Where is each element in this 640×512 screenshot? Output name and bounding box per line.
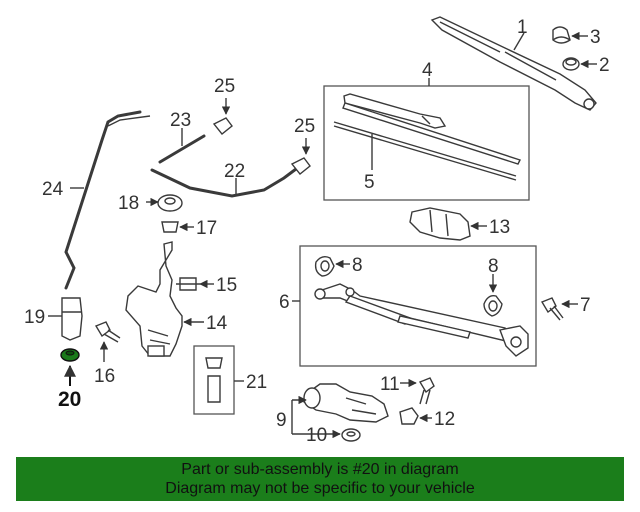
washer-pump-part-19[interactable]	[61, 297, 83, 341]
cover-part-13[interactable]	[409, 207, 471, 241]
callout-14[interactable]: 14	[206, 313, 228, 334]
linkage-part-6[interactable]	[314, 283, 529, 357]
callout-21[interactable]: 21	[246, 372, 267, 393]
callout-19[interactable]: 19	[24, 307, 45, 328]
callout-23[interactable]: 23	[170, 110, 191, 131]
info-banner: Part or sub-assembly is #20 in diagram D…	[16, 457, 624, 501]
banner-line-1: Part or sub-assembly is #20 in diagram	[181, 461, 459, 478]
washer-reservoir-part-14[interactable]	[125, 241, 183, 357]
washer-hose-part-22[interactable]	[150, 164, 302, 198]
callout-4[interactable]: 4	[422, 60, 433, 81]
callout-2[interactable]: 2	[599, 55, 610, 76]
callout-15[interactable]: 15	[216, 275, 237, 296]
leader-9	[291, 400, 306, 434]
callout-13[interactable]: 13	[489, 217, 510, 238]
callout-9[interactable]: 9	[276, 410, 287, 431]
bolt-part-11[interactable]	[418, 377, 435, 405]
washer-hose-part-23[interactable]	[158, 134, 206, 164]
banner-line-2: Diagram may not be specific to your vehi…	[165, 480, 475, 497]
seal-part-17[interactable]	[161, 221, 179, 233]
sensor-part-21[interactable]	[205, 357, 223, 403]
nut-part-2[interactable]	[562, 57, 580, 71]
callout-17[interactable]: 17	[196, 218, 217, 239]
callout-5[interactable]: 5	[364, 172, 375, 193]
grommet-part-10[interactable]	[341, 428, 361, 442]
cap-part-12[interactable]	[399, 407, 419, 425]
bolt-part-7[interactable]	[540, 297, 564, 321]
callout-3[interactable]: 3	[590, 27, 601, 48]
wiper-blade-part-4[interactable]	[342, 93, 521, 165]
callout-25-left[interactable]: 25	[214, 76, 235, 97]
cap-part-3[interactable]	[552, 26, 571, 44]
hose-clip-part-25-left[interactable]	[212, 117, 233, 135]
bolt-part-16[interactable]	[94, 321, 121, 343]
callout-6[interactable]: 6	[279, 292, 290, 313]
wiper-arm-part-1[interactable]	[430, 16, 597, 111]
callout-25-right[interactable]: 25	[294, 116, 315, 137]
hose-clip-part-25-right[interactable]	[290, 157, 311, 175]
leader-1	[513, 32, 525, 51]
callout-1[interactable]: 1	[517, 17, 528, 38]
callout-22[interactable]: 22	[224, 161, 245, 182]
callout-24[interactable]: 24	[42, 179, 64, 200]
callout-8-right[interactable]: 8	[488, 256, 499, 277]
callout-10[interactable]: 10	[306, 425, 327, 446]
pivot-part-8-right[interactable]	[483, 294, 503, 317]
callout-16[interactable]: 16	[94, 366, 115, 387]
wiper-motor-part-9[interactable]	[303, 383, 389, 423]
pump-grommet-part-20[interactable]	[60, 348, 80, 362]
pivot-part-8-left[interactable]	[314, 255, 335, 277]
washer-hose-part-24[interactable]	[64, 110, 151, 290]
callout-20[interactable]: 20	[58, 388, 81, 411]
callout-8-left[interactable]: 8	[352, 255, 363, 276]
callout-7[interactable]: 7	[580, 295, 591, 316]
callout-18[interactable]: 18	[118, 193, 139, 214]
wiper-blade-insert-part-5[interactable]	[333, 121, 517, 181]
clip-part-15[interactable]	[176, 277, 200, 291]
callout-11[interactable]: 11	[380, 374, 400, 395]
cap-part-18[interactable]	[157, 194, 183, 212]
callout-12[interactable]: 12	[434, 409, 455, 430]
